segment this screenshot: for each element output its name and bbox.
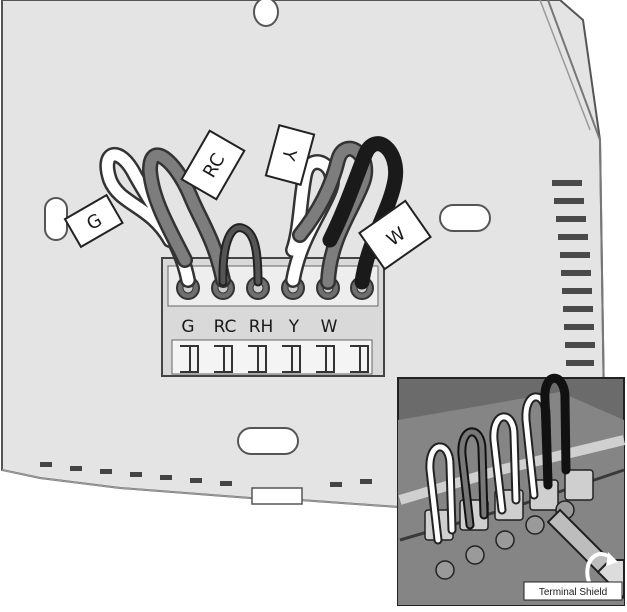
terminal-label-rh: RH — [249, 317, 274, 337]
mounting-slot-bottom — [238, 428, 298, 454]
terminal-label-w: W — [321, 317, 338, 337]
terminal-label-y: Y — [288, 317, 300, 337]
terminal-shield-label: Terminal Shield — [539, 587, 607, 598]
screw-icon — [526, 516, 544, 534]
screw-icon — [436, 561, 454, 579]
mounting-slot-right — [440, 205, 490, 231]
mounting-slot-left — [45, 198, 67, 240]
screw-icon — [466, 546, 484, 564]
inset-terminal-shield: Terminal Shield — [398, 378, 624, 605]
terminal-label-rc: RC — [214, 317, 237, 337]
screw-icon — [496, 531, 514, 549]
terminal-label-g: G — [181, 317, 194, 337]
